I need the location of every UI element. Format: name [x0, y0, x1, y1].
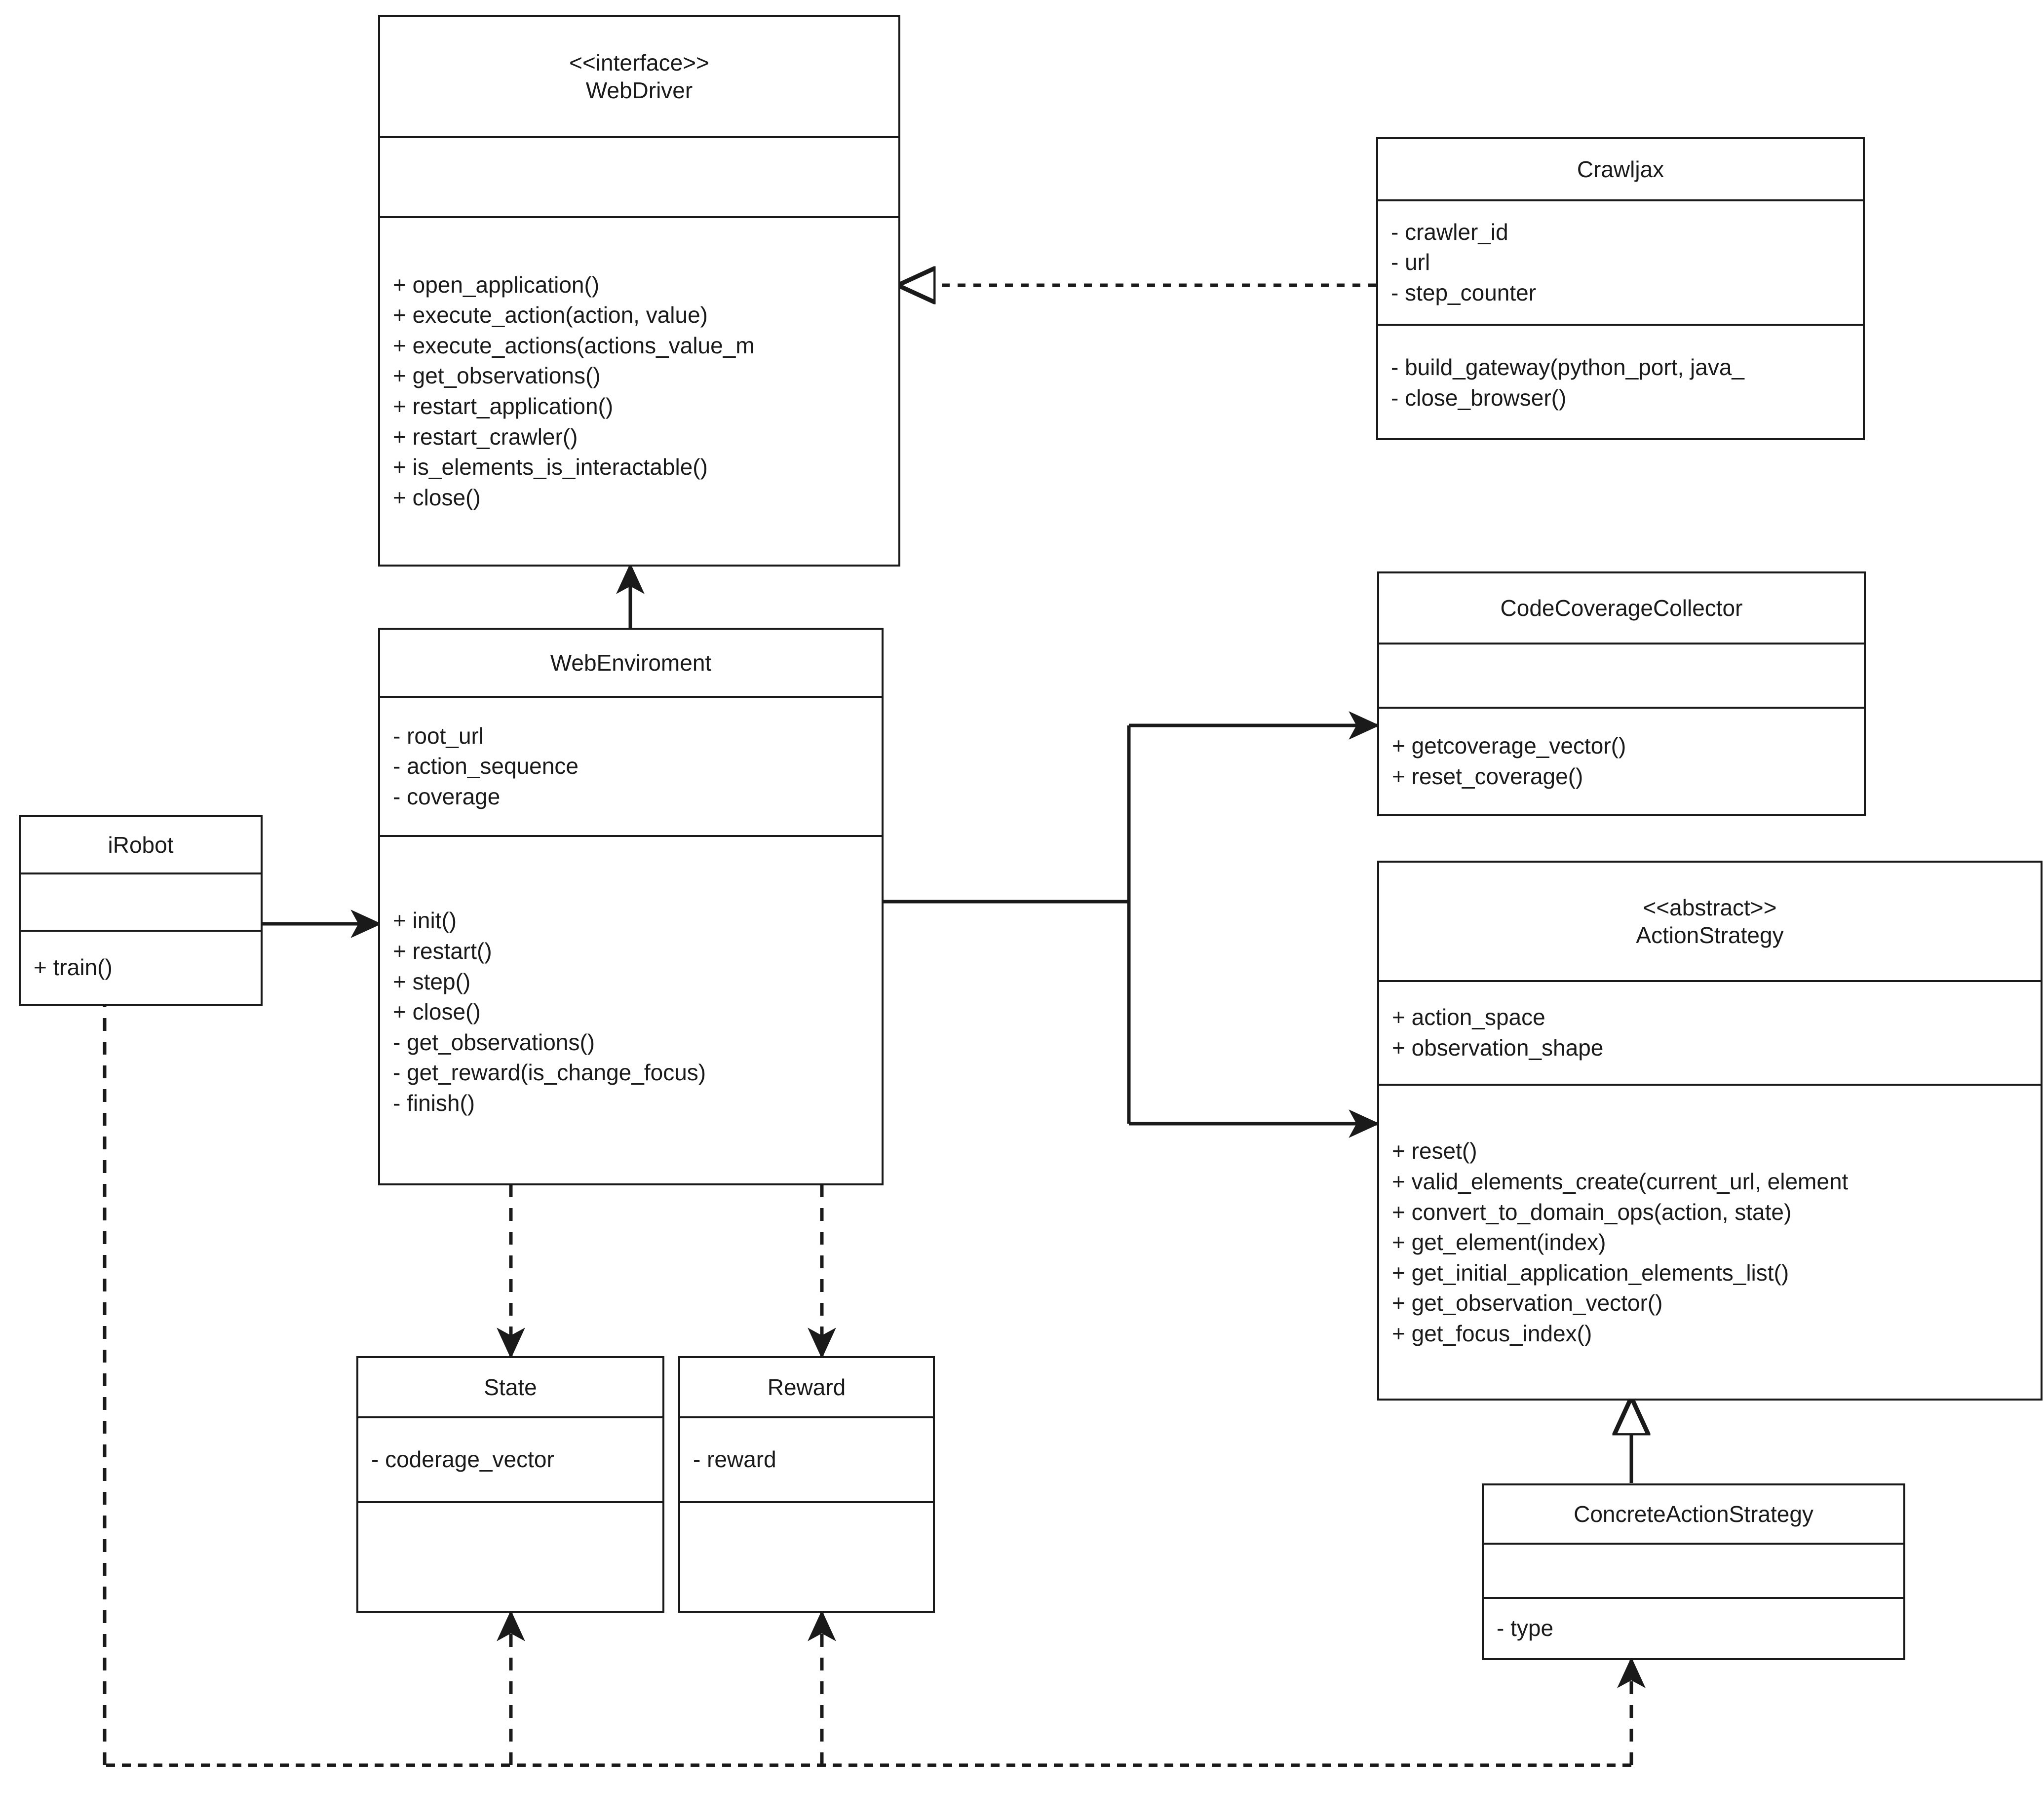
class-attributes-actionstrategy: + action_space + observation_shape — [1379, 980, 2041, 1084]
class-name-actionstrategy: ActionStrategy — [1636, 922, 1784, 948]
class-method: + get_observations() — [393, 363, 601, 389]
class-method: + execute_action(action, value) — [393, 302, 708, 328]
class-method: + execute_actions(actions_value_m — [393, 332, 755, 358]
class-attributes-irobot — [21, 872, 261, 930]
class-method: + get_focus_index() — [1392, 1321, 1592, 1347]
class-method: + train() — [34, 954, 113, 981]
class-stereotype-actionstrategy: <<abstract>> — [1643, 894, 1777, 920]
class-method: + convert_to_domain_ops(action, state) — [1392, 1199, 1792, 1225]
class-methods-webdriver: + open_application() + execute_action(ac… — [380, 216, 898, 565]
class-method: - type — [1497, 1615, 1554, 1641]
class-header-crawljax: Crawljax — [1378, 139, 1863, 199]
class-name-concreteactionstrategy: ConcreteActionStrategy — [1574, 1501, 1813, 1527]
class-box-webenviroment[interactable]: WebEnviroment - root_url - action_sequen… — [378, 628, 884, 1185]
class-methods-irobot: + train() — [21, 930, 261, 1004]
class-attribute: - root_url — [393, 722, 484, 749]
class-method: + init() — [393, 908, 457, 934]
class-method: + valid_elements_create(current_url, ele… — [1392, 1168, 1849, 1194]
class-header-reward: Reward — [680, 1358, 933, 1416]
class-header-irobot: iRobot — [21, 817, 261, 872]
class-box-crawljax[interactable]: Crawljax - crawler_id - url - step_count… — [1376, 137, 1865, 440]
edge-webenviroment-branch-right — [884, 711, 1380, 1138]
class-name-state: State — [484, 1374, 537, 1400]
class-box-webdriver[interactable]: <<interface>> WebDriver + open_applicati… — [378, 15, 900, 567]
class-header-webdriver: <<interface>> WebDriver — [380, 17, 898, 136]
class-method: + step() — [393, 968, 471, 994]
class-methods-actionstrategy: + reset() + valid_elements_create(curren… — [1379, 1084, 2041, 1399]
class-attribute: + observation_shape — [1392, 1035, 1604, 1061]
class-method: - build_gateway(python_port, java_ — [1391, 354, 1745, 380]
class-method: + get_element(index) — [1392, 1229, 1606, 1255]
class-attribute: + action_space — [1392, 1004, 1545, 1030]
class-attribute: - coverage — [393, 783, 501, 809]
class-name-crawljax: Crawljax — [1577, 156, 1664, 182]
class-name-reward: Reward — [767, 1374, 846, 1400]
class-methods-concreteactionstrategy: - type — [1484, 1597, 1903, 1658]
class-header-actionstrategy: <<abstract>> ActionStrategy — [1379, 863, 2041, 980]
class-method: + close() — [393, 484, 481, 510]
class-name-webenviroment: WebEnviroment — [550, 649, 712, 676]
class-method: + restart_crawler() — [393, 423, 578, 450]
class-method: + get_initial_application_elements_list(… — [1392, 1259, 1789, 1286]
class-method: + getcoverage_vector() — [1392, 733, 1626, 759]
class-method: + reset() — [1392, 1138, 1477, 1164]
class-box-codecoveragecollector[interactable]: CodeCoverageCollector + getcoverage_vect… — [1377, 571, 1866, 816]
class-method: - finish() — [393, 1090, 475, 1116]
class-method: + open_application() — [393, 271, 600, 298]
class-methods-reward — [680, 1501, 933, 1611]
class-attribute: - coderage_vector — [371, 1446, 554, 1473]
class-methods-crawljax: - build_gateway(python_port, java_ - clo… — [1378, 324, 1863, 438]
class-stereotype-webdriver: <<interface>> — [569, 49, 709, 76]
class-box-irobot[interactable]: iRobot + train() — [19, 815, 263, 1006]
class-method: - close_browser() — [1391, 385, 1567, 411]
class-method: + get_observation_vector() — [1392, 1290, 1663, 1316]
class-name-webdriver: WebDriver — [585, 77, 693, 103]
class-name-irobot: iRobot — [108, 832, 174, 858]
class-header-state: State — [358, 1358, 662, 1416]
class-box-actionstrategy[interactable]: <<abstract>> ActionStrategy + action_spa… — [1377, 861, 2043, 1401]
class-methods-state — [358, 1501, 662, 1611]
class-box-concreteactionstrategy[interactable]: ConcreteActionStrategy - type — [1482, 1483, 1905, 1660]
class-attribute: - url — [1391, 249, 1430, 275]
class-method: + reset_coverage() — [1392, 763, 1583, 789]
class-header-webenviroment: WebEnviroment — [380, 630, 882, 696]
class-attribute: - crawler_id — [1391, 219, 1508, 245]
class-attributes-crawljax: - crawler_id - url - step_counter — [1378, 199, 1863, 324]
class-method: + restart_application() — [393, 393, 614, 419]
class-attributes-webdriver — [380, 136, 898, 216]
class-box-state[interactable]: State - coderage_vector — [356, 1356, 664, 1613]
class-method: + is_elements_is_interactable() — [393, 454, 708, 480]
class-attributes-concreteactionstrategy — [1484, 1543, 1903, 1597]
class-attribute: - reward — [693, 1446, 776, 1473]
class-methods-codecoveragecollector: + getcoverage_vector() + reset_coverage(… — [1379, 707, 1864, 814]
class-name-codecoveragecollector: CodeCoverageCollector — [1500, 595, 1743, 621]
class-header-codecoveragecollector: CodeCoverageCollector — [1379, 573, 1864, 643]
class-attributes-reward: - reward — [680, 1416, 933, 1501]
class-method: + restart() — [393, 938, 492, 964]
class-method: + close() — [393, 999, 481, 1025]
class-method: - get_reward(is_change_focus) — [393, 1060, 706, 1086]
class-box-reward[interactable]: Reward - reward — [678, 1356, 935, 1613]
class-header-concreteactionstrategy: ConcreteActionStrategy — [1484, 1485, 1903, 1543]
class-attributes-webenviroment: - root_url - action_sequence - coverage — [380, 696, 882, 835]
class-attribute: - step_counter — [1391, 279, 1537, 305]
class-method: - get_observations() — [393, 1029, 595, 1055]
class-attributes-codecoveragecollector — [1379, 643, 1864, 707]
class-attributes-state: - coderage_vector — [358, 1416, 662, 1501]
class-attribute: - action_sequence — [393, 753, 578, 779]
class-methods-webenviroment: + init() + restart() + step() + close() … — [380, 835, 882, 1183]
